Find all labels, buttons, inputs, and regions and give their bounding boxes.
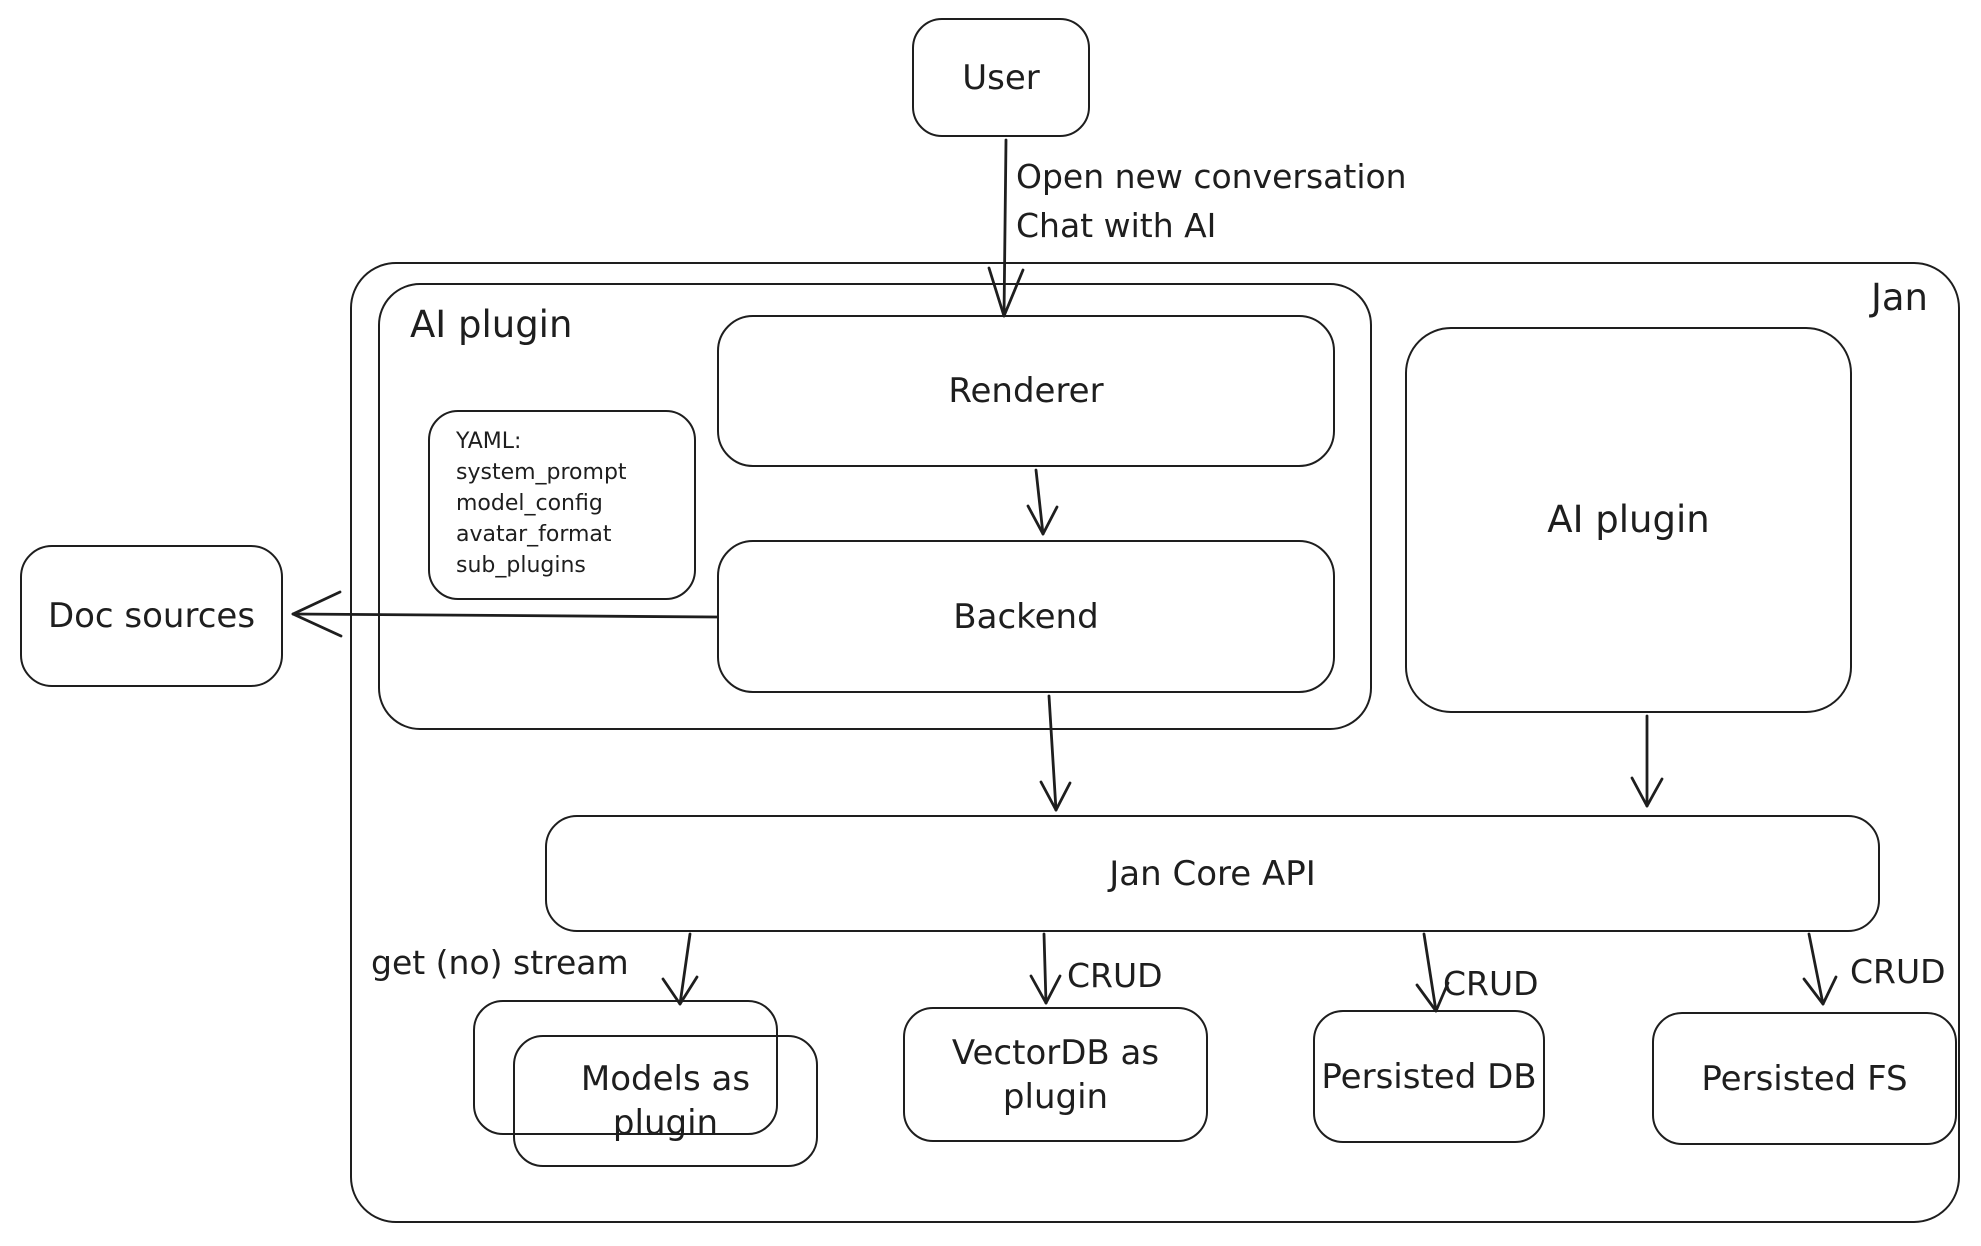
renderer-label: Renderer xyxy=(948,371,1104,411)
user-flow-edge-label: Open new conversation Chat with AI xyxy=(1016,152,1407,250)
jan-core-api-label: Jan Core API xyxy=(1109,853,1316,894)
ai-plugin-right-node: AI plugin xyxy=(1405,327,1852,713)
user-flow-edge-label-line2: Chat with AI xyxy=(1016,206,1217,245)
ai-plugin-left-label: AI plugin xyxy=(410,303,573,346)
renderer-node: Renderer xyxy=(717,315,1335,467)
doc-sources-node: Doc sources xyxy=(20,545,283,687)
vectordb-as-plugin-label: VectorDB as plugin xyxy=(951,1032,1160,1117)
ai-plugin-right-label: AI plugin xyxy=(1547,498,1710,541)
yaml-note-line: system_prompt xyxy=(456,460,627,485)
user-label: User xyxy=(962,57,1040,98)
user-node: User xyxy=(912,18,1090,137)
yaml-note-line: sub_plugins xyxy=(456,553,586,578)
models-as-plugin-label: Models as plugin xyxy=(580,1059,751,1143)
crud-persisted-db-edge-label: CRUD xyxy=(1443,964,1539,1003)
yaml-note: YAML: system_prompt model_config avatar_… xyxy=(428,410,696,600)
backend-label: Backend xyxy=(953,596,1099,637)
crud-vectordb-edge-label: CRUD xyxy=(1067,956,1163,995)
persisted-db-label: Persisted DB xyxy=(1321,1056,1537,1097)
models-as-plugin-node: Models as plugin xyxy=(513,1035,818,1167)
persisted-fs-label: Persisted FS xyxy=(1701,1058,1908,1099)
ai-plugin-left-container: AI plugin xyxy=(378,283,1372,730)
yaml-note-line: YAML: xyxy=(456,429,522,454)
persisted-db-node: Persisted DB xyxy=(1313,1010,1545,1143)
doc-sources-label: Doc sources xyxy=(47,596,256,636)
persisted-fs-node: Persisted FS xyxy=(1652,1012,1957,1145)
vectordb-as-plugin-node: VectorDB as plugin xyxy=(903,1007,1208,1142)
get-no-stream-edge-label: get (no) stream xyxy=(371,943,629,982)
yaml-note-line: model_config xyxy=(456,491,603,516)
crud-persisted-fs-edge-label: CRUD xyxy=(1850,952,1946,991)
jan-core-api-node: Jan Core API xyxy=(545,815,1880,932)
yaml-note-line: avatar_format xyxy=(456,522,612,547)
user-flow-edge-label-line1: Open new conversation xyxy=(1016,157,1407,196)
jan-container-label: Jan xyxy=(1870,276,1928,319)
models-as-plugin-back-node xyxy=(473,1000,778,1135)
backend-node: Backend xyxy=(717,540,1335,693)
jan-container: Jan xyxy=(350,262,1960,1223)
